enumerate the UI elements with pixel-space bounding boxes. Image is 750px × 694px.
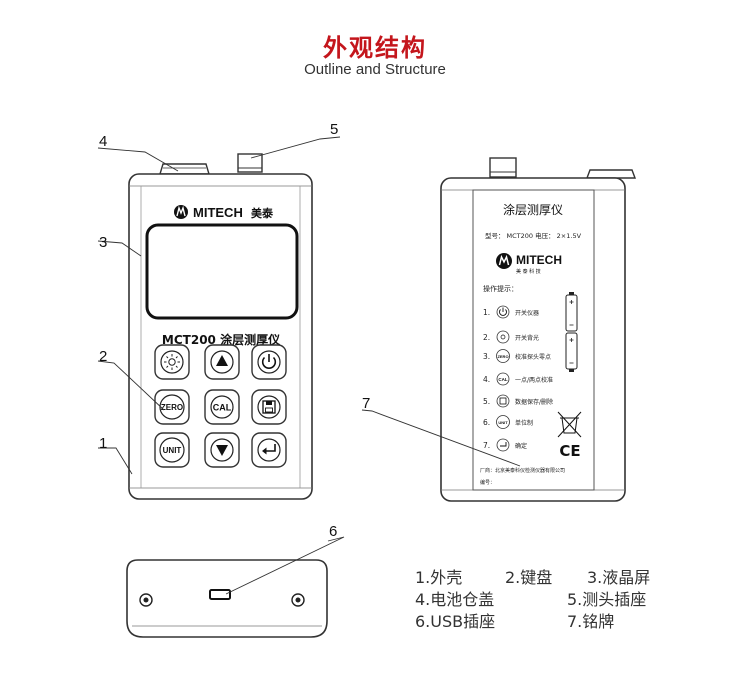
- title-cn: 外观结构: [323, 34, 427, 62]
- legend-item: 4.电池仓盖: [415, 590, 495, 609]
- op-num: 5.: [483, 397, 490, 406]
- callout-4: 4: [99, 133, 107, 150]
- op-save-icon: [499, 397, 507, 405]
- parts-legend: 1.外壳 2.键盘 3.液晶屏 4.电池仓盖 5.测头插座 6.USB插座 7.铭牌: [415, 567, 650, 633]
- title-en: Outline and Structure: [304, 61, 446, 78]
- lcd-screen: [145, 223, 299, 320]
- front-brand: MITECH: [193, 205, 243, 220]
- callout-2: 2: [99, 348, 107, 365]
- key-cal-label: CAL: [213, 403, 232, 413]
- op-key-label: ZERO: [497, 354, 508, 359]
- legend-row: 1.外壳 2.键盘 3.液晶屏: [415, 567, 650, 589]
- manufacturer: 厂商：北京美泰科仪检测仪器有限公司: [480, 467, 565, 474]
- op-key-label: UNIT: [498, 420, 508, 425]
- ops-list: 1. 开关仪器 2. 开关背光 3. ZERO 校准探头零点 4. CAL 一点…: [483, 305, 553, 452]
- front-model-label: MCT200 涂层测厚仪: [162, 332, 281, 347]
- op-num: 3.: [483, 352, 490, 361]
- legend-item: 5.测头插座: [567, 590, 647, 609]
- op-num: 2.: [483, 333, 490, 342]
- back-brand: MITECH: [516, 253, 562, 267]
- back-brand-cn: 美 泰 科 技: [516, 268, 541, 275]
- enter-icon: [262, 444, 276, 455]
- key-save: [251, 389, 287, 425]
- weee-bin-icon: [557, 411, 582, 438]
- arrow-up-icon: [216, 355, 228, 366]
- key-zero-label: ZERO: [161, 403, 183, 412]
- legend-row: 6.USB插座 7.铭牌: [415, 611, 650, 633]
- callout-5: 5: [330, 121, 338, 138]
- callouts: [97, 136, 521, 595]
- front-probe-socket: [237, 153, 263, 173]
- serial-label: 编号：: [480, 479, 495, 486]
- op-enter-icon: [500, 442, 507, 447]
- bottom-view: [126, 559, 328, 638]
- legend-item: 6.USB插座: [415, 612, 496, 631]
- back-view: 涂层测厚仪 型号： MCT200 电压： 2×1.5V MITECH 美 泰 科…: [440, 157, 637, 502]
- op-text: 校准探头零点: [515, 353, 551, 361]
- key-enter: [251, 432, 287, 468]
- ce-mark: CE: [559, 442, 580, 460]
- front-view: MITECH 美泰 MCT200 涂层测厚仪: [128, 153, 313, 500]
- back-battery-cover: [585, 169, 637, 179]
- legend-row: 4.电池仓盖 5.测头插座: [415, 589, 650, 611]
- op-power-icon: [499, 309, 507, 316]
- legend-item: 3.液晶屏: [587, 568, 651, 587]
- op-num: 6.: [483, 418, 490, 427]
- op-text: 一点/两点校准: [515, 376, 553, 384]
- op-text: 数据保存/删除: [515, 398, 553, 406]
- op-num: 4.: [483, 375, 490, 384]
- battery-icon: [565, 332, 578, 372]
- ops-title: 操作提示：: [483, 284, 518, 293]
- power-icon: [261, 354, 277, 369]
- legend-item: 2.键盘: [505, 568, 553, 587]
- op-text: 单位制: [515, 419, 533, 427]
- front-brand-cn: 美泰: [251, 206, 274, 220]
- op-sun-icon: [500, 334, 506, 340]
- keypad: ZERO CAL UNIT: [154, 344, 287, 468]
- callout-3: 3: [99, 234, 107, 251]
- back-probe-socket: [489, 157, 517, 178]
- op-text: 开关背光: [515, 334, 539, 342]
- usb-socket: [209, 589, 231, 600]
- sun-icon: [164, 354, 180, 370]
- battery-icon: [565, 292, 578, 332]
- arrow-down-icon: [216, 445, 228, 456]
- op-text: 确定: [515, 442, 527, 450]
- callout-6: 6: [329, 523, 337, 540]
- key-unit-label: UNIT: [163, 446, 182, 455]
- op-num: 7.: [483, 441, 490, 450]
- front-battery-cover: [159, 163, 210, 175]
- key-cal: [204, 389, 240, 425]
- back-model-line: 型号： MCT200 电压： 2×1.5V: [485, 231, 582, 240]
- callout-1: 1: [99, 435, 107, 452]
- op-num: 1.: [483, 308, 490, 317]
- callout-7: 7: [362, 395, 370, 412]
- op-key-label: CAL: [498, 377, 507, 382]
- legend-item: 7.铭牌: [567, 612, 615, 631]
- back-product-name: 涂层测厚仪: [503, 202, 563, 217]
- callout-numbers: 1 2 3 4 5 6 7: [99, 121, 370, 540]
- save-icon: [262, 400, 276, 414]
- key-backlight: [154, 344, 190, 380]
- op-text: 开关仪器: [515, 309, 539, 317]
- legend-item: 1.外壳: [415, 568, 463, 587]
